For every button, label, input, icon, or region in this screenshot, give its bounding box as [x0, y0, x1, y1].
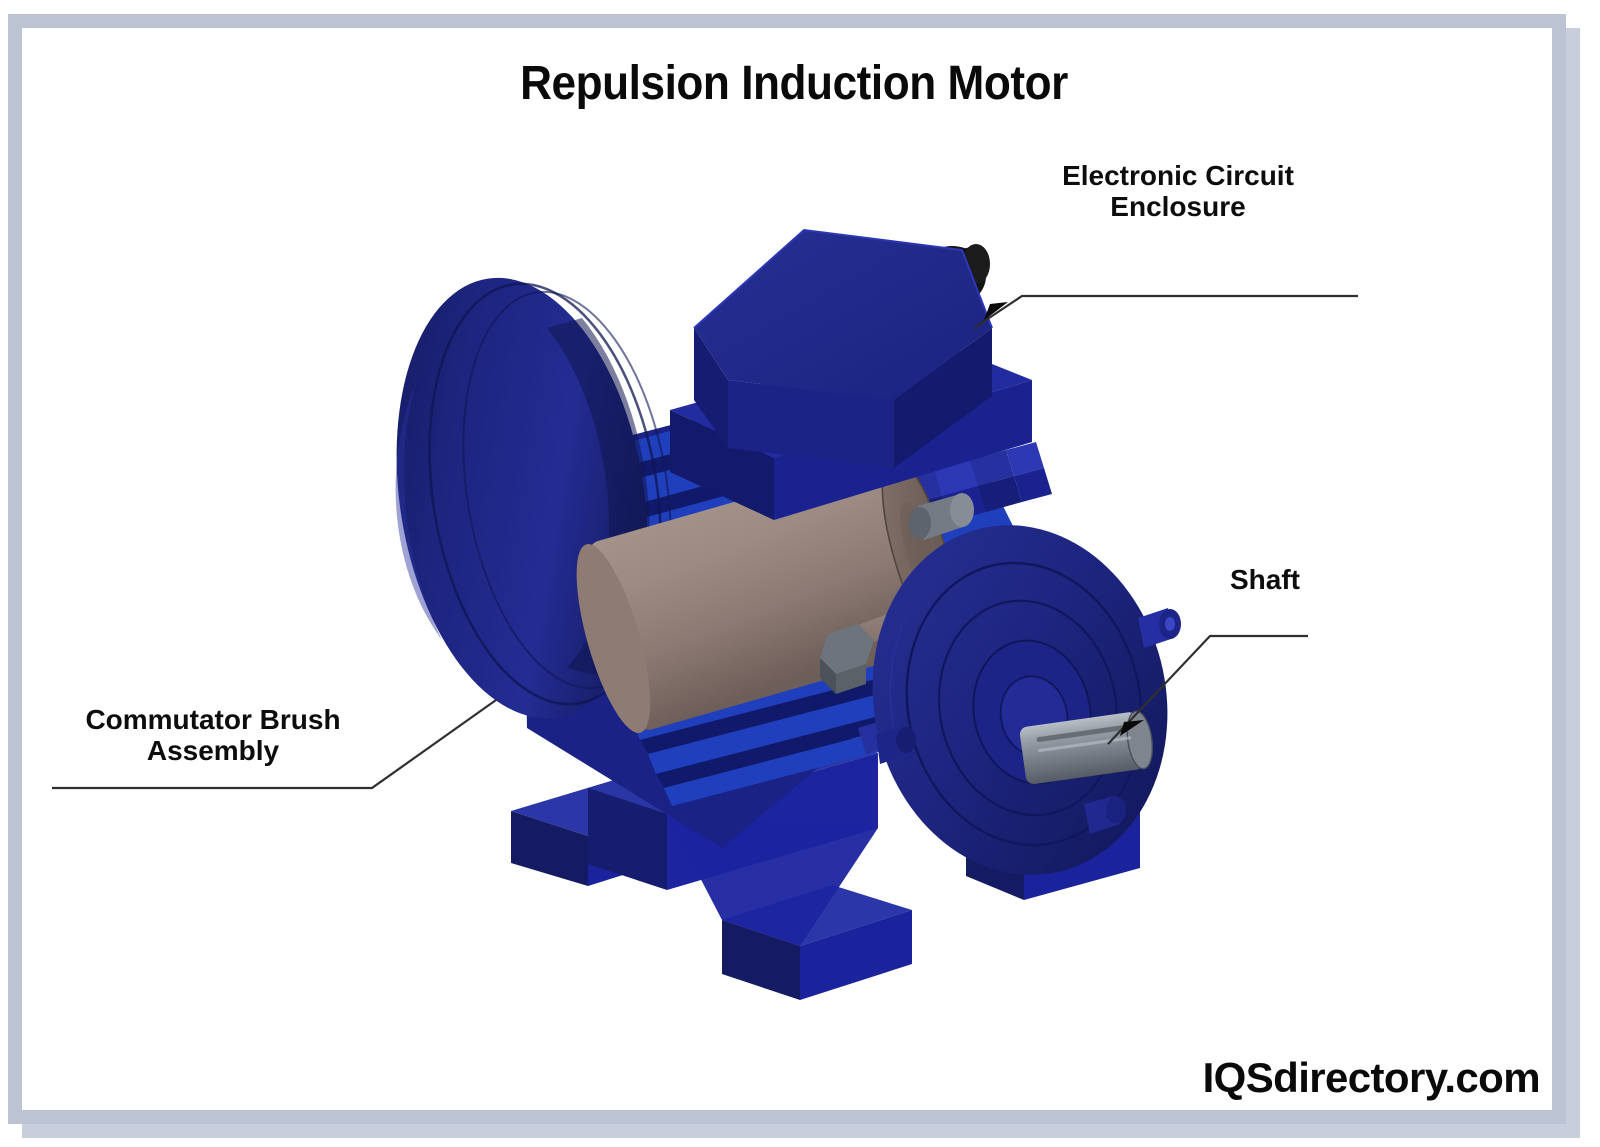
label-electronic-circuit-enclosure: Electronic Circuit Enclosure	[1062, 160, 1294, 223]
bearing-lug-left	[876, 726, 916, 764]
junction-box	[693, 228, 993, 468]
motor-illustration	[52, 228, 1358, 1000]
leader-line-shaft	[1107, 634, 1308, 745]
front-end-bell	[872, 525, 1181, 875]
page-title: Repulsion Induction Motor	[520, 57, 1068, 110]
bearing-lug-lower	[1084, 796, 1126, 834]
hex-bolt-left	[820, 624, 874, 694]
label-commutator-brush-assembly: Commutator Brush Assembly	[85, 704, 341, 767]
bearing-lug-upper	[1138, 608, 1181, 648]
leader-line-enclosure	[973, 294, 1358, 329]
upper-stud	[909, 493, 974, 540]
label-shaft: Shaft	[1230, 564, 1300, 595]
output-shaft	[1019, 710, 1154, 785]
diagram-canvas: Repulsion Induction Motor	[22, 28, 1566, 1124]
watermark: IQSdirectory.com	[1202, 1054, 1541, 1101]
